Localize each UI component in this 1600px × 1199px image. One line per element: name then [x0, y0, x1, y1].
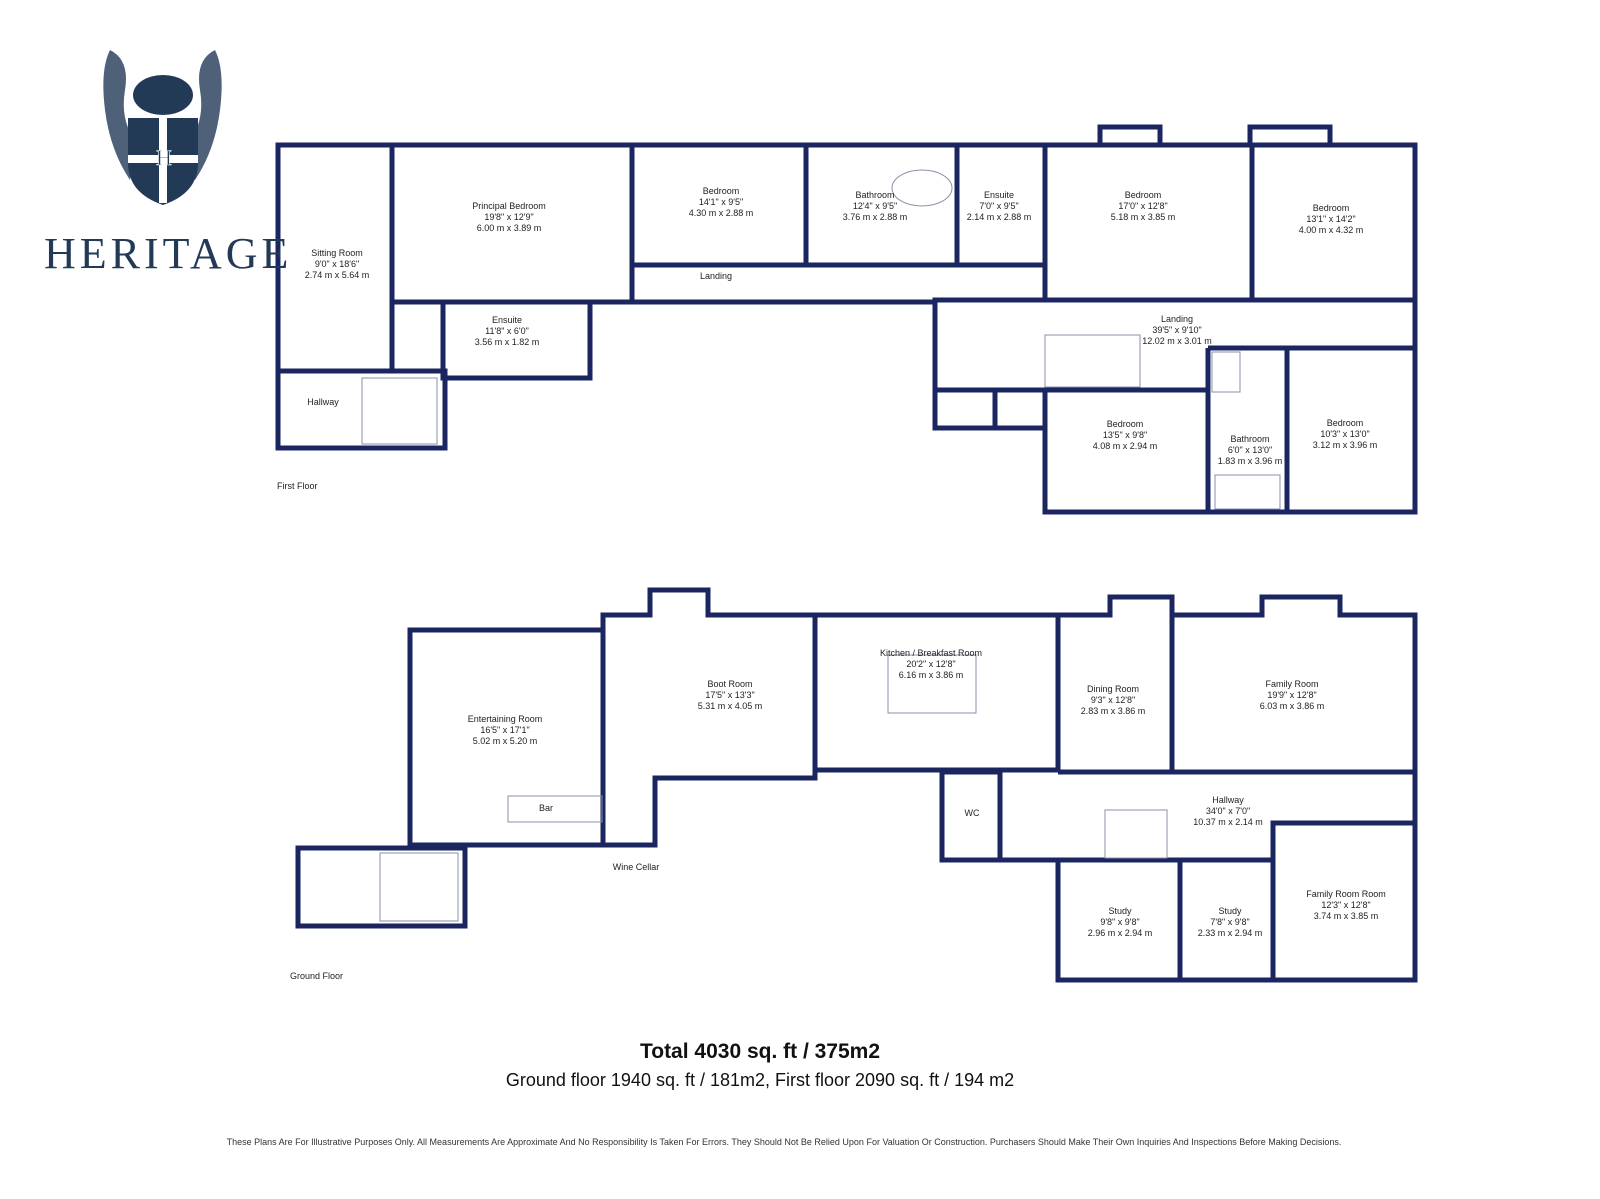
room-name: Ensuite [492, 315, 522, 325]
total-area: Total 4030 sq. ft / 375m2 [639, 1040, 881, 1063]
room-imperial: 9'0" x 18'6" [315, 259, 359, 269]
room-metric: 5.31 m x 4.05 m [698, 701, 763, 711]
room-name: Study [1218, 906, 1242, 916]
room-name: Landing [1161, 314, 1193, 324]
room-name: Landing [700, 271, 732, 281]
room-imperial: 17'5" x 13'3" [705, 690, 754, 700]
room-metric: 4.30 m x 2.88 m [689, 208, 754, 218]
room-name: Bedroom [703, 186, 740, 196]
stairs [361, 334, 1241, 922]
room-name: Bedroom [1327, 418, 1364, 428]
room-name: Bathroom [1230, 434, 1269, 444]
room-name: WC [965, 808, 980, 818]
room-name: Wine Cellar [613, 862, 660, 872]
room-metric: 3.12 m x 3.96 m [1313, 440, 1378, 450]
ground-floor-label: Ground Floor [290, 971, 343, 981]
room-metric: 4.08 m x 2.94 m [1093, 441, 1158, 451]
room-metric: 10.37 m x 2.14 m [1193, 817, 1263, 827]
room-imperial: 9'8" x 9'8" [1100, 917, 1139, 927]
brand-name: HERITAGE [44, 229, 293, 278]
disclaimer: These Plans Are For Illustrative Purpose… [226, 1137, 1342, 1147]
room-metric: 5.18 m x 3.85 m [1111, 212, 1176, 222]
room-imperial: 20'2" x 12'8" [906, 659, 955, 669]
room-name: Sitting Room [311, 248, 363, 258]
floor-area-breakdown: Ground floor 1940 sq. ft / 181m2, First … [505, 1070, 1015, 1090]
room-name: Family Room [1265, 679, 1318, 689]
room-name: Bedroom [1125, 190, 1162, 200]
room-imperial: 13'5" x 9'8" [1103, 430, 1147, 440]
room-imperial: 12'4" x 9'5" [853, 201, 897, 211]
room-name: Hallway [1212, 795, 1244, 805]
room-name: Bedroom [1313, 203, 1350, 213]
room-name: Dining Room [1087, 684, 1139, 694]
room-metric: 2.83 m x 3.86 m [1081, 706, 1146, 716]
room-metric: 3.74 m x 3.85 m [1314, 911, 1379, 921]
room-imperial: 17'0" x 12'8" [1118, 201, 1167, 211]
room-imperial: 39'5" x 9'10" [1152, 325, 1201, 335]
room-name: Principal Bedroom [472, 201, 546, 211]
room-metric: 2.14 m x 2.88 m [967, 212, 1032, 222]
room-metric: 2.74 m x 5.64 m [305, 270, 370, 280]
room-imperial: 13'1" x 14'2" [1306, 214, 1355, 224]
room-metric: 1.83 m x 3.96 m [1218, 456, 1283, 466]
room-metric: 3.56 m x 1.82 m [475, 337, 540, 347]
room-metric: 3.76 m x 2.88 m [843, 212, 908, 222]
room-metric: 5.02 m x 5.20 m [473, 736, 538, 746]
room-name: Family Room Room [1306, 889, 1386, 899]
first-floor-label: First Floor [277, 481, 318, 491]
room-imperial: 19'9" x 12'8" [1267, 690, 1316, 700]
heritage-crest-icon: H [103, 50, 222, 205]
walls [275, 124, 1418, 983]
room-imperial: 9'3" x 12'8" [1091, 695, 1135, 705]
room-name: Bedroom [1107, 419, 1144, 429]
room-imperial: 14'1" x 9'5" [699, 197, 743, 207]
room-metric: 2.96 m x 2.94 m [1088, 928, 1153, 938]
ground-floor-walls [295, 587, 1418, 983]
room-metric: 12.02 m x 3.01 m [1142, 336, 1212, 346]
room-imperial: 19'8" x 12'9" [484, 212, 533, 222]
room-imperial: 7'8" x 9'8" [1210, 917, 1249, 927]
room-metric: 6.16 m x 3.86 m [899, 670, 964, 680]
first-floor-walls [275, 124, 1418, 515]
room-imperial: 6'0" x 13'0" [1228, 445, 1272, 455]
room-name: Kitchen / Breakfast Room [880, 648, 982, 658]
svg-text:H: H [156, 145, 172, 170]
room-imperial: 34'0" x 7'0" [1206, 806, 1250, 816]
room-name: Bar [539, 803, 553, 813]
room-imperial: 12'3" x 12'8" [1321, 900, 1370, 910]
room-metric: 6.03 m x 3.86 m [1260, 701, 1325, 711]
room-metric: 4.00 m x 4.32 m [1299, 225, 1364, 235]
room-imperial: 10'3" x 13'0" [1320, 429, 1369, 439]
room-name: Ensuite [984, 190, 1014, 200]
room-name: Boot Room [707, 679, 752, 689]
room-name: Study [1108, 906, 1132, 916]
room-name: Bathroom [855, 190, 894, 200]
room-imperial: 16'5" x 17'1" [480, 725, 529, 735]
room-metric: 2.33 m x 2.94 m [1198, 928, 1263, 938]
room-name: Entertaining Room [468, 714, 543, 724]
room-imperial: 11'8" x 6'0" [485, 326, 529, 336]
room-name: Hallway [307, 397, 339, 407]
room-metric: 6.00 m x 3.89 m [477, 223, 542, 233]
fixtures [507, 169, 1281, 823]
room-imperial: 7'0" x 9'5" [979, 201, 1018, 211]
